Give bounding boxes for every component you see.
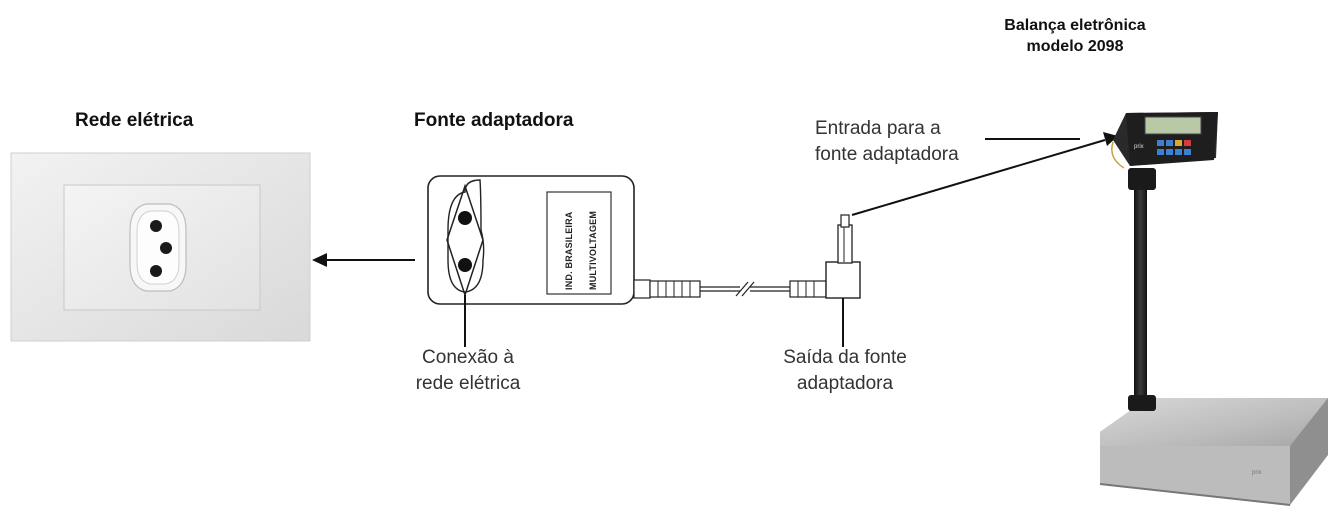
input-arrow bbox=[851, 132, 1118, 216]
adapter-label-box bbox=[546, 191, 612, 295]
adapter-cable bbox=[633, 279, 827, 299]
adapter-plug-diamond bbox=[446, 183, 484, 298]
socket-recess bbox=[136, 210, 180, 285]
outlet-title: Rede elétrica bbox=[75, 110, 194, 131]
scale-platform-top bbox=[1100, 398, 1328, 446]
socket-hole-bottom bbox=[150, 265, 162, 277]
input-callout-line2: fonte adaptadora bbox=[815, 144, 959, 165]
scale-platform-front bbox=[1100, 446, 1290, 505]
scale-display-screen bbox=[1144, 116, 1202, 135]
adapter-pin-bottom bbox=[458, 258, 472, 272]
plug-arrow bbox=[312, 253, 415, 267]
wall-outlet bbox=[10, 152, 311, 342]
adapter-pin-top bbox=[458, 211, 472, 225]
output-callout-line2: adaptadora bbox=[796, 373, 894, 394]
connection-callout-line2: rede elétrica bbox=[415, 373, 521, 394]
scale-title: Balança eletrônica modelo 2098 bbox=[1004, 17, 1146, 55]
input-callout: Entrada para a fonte adaptadora bbox=[815, 116, 985, 168]
input-callout-line1: Entrada para a bbox=[815, 118, 941, 139]
scale-pole bbox=[1134, 188, 1147, 408]
output-callout: Saída da fonte adaptadora bbox=[760, 345, 930, 397]
connection-callout-line1: Conexão à bbox=[422, 347, 514, 368]
output-connector bbox=[825, 214, 861, 299]
adapter-text-2: MULTIVOLTAGEM bbox=[588, 211, 598, 290]
pole-top-bracket bbox=[1128, 168, 1156, 190]
pole-clamp bbox=[1128, 395, 1156, 411]
adapter-title: Fonte adaptadora bbox=[414, 110, 574, 131]
socket-hole-top bbox=[150, 220, 162, 232]
electronic-scale: prix prix bbox=[1099, 112, 1328, 506]
scale-platform-right bbox=[1290, 398, 1328, 505]
socket-hole-ground bbox=[160, 242, 172, 254]
scale-keypad bbox=[1157, 140, 1191, 155]
scale-head-brand: prix bbox=[1134, 144, 1144, 150]
adapter-text-1: IND. BRASILEIRA bbox=[564, 211, 574, 290]
scale-cable bbox=[1111, 141, 1125, 169]
connection-callout: Conexão à rede elétrica bbox=[388, 345, 548, 397]
output-callout-line1: Saída da fonte bbox=[783, 347, 907, 368]
power-adapter: IND. BRASILEIRA MULTIVOLTAGEM bbox=[427, 175, 635, 305]
platform-brand: prix bbox=[1252, 470, 1262, 476]
